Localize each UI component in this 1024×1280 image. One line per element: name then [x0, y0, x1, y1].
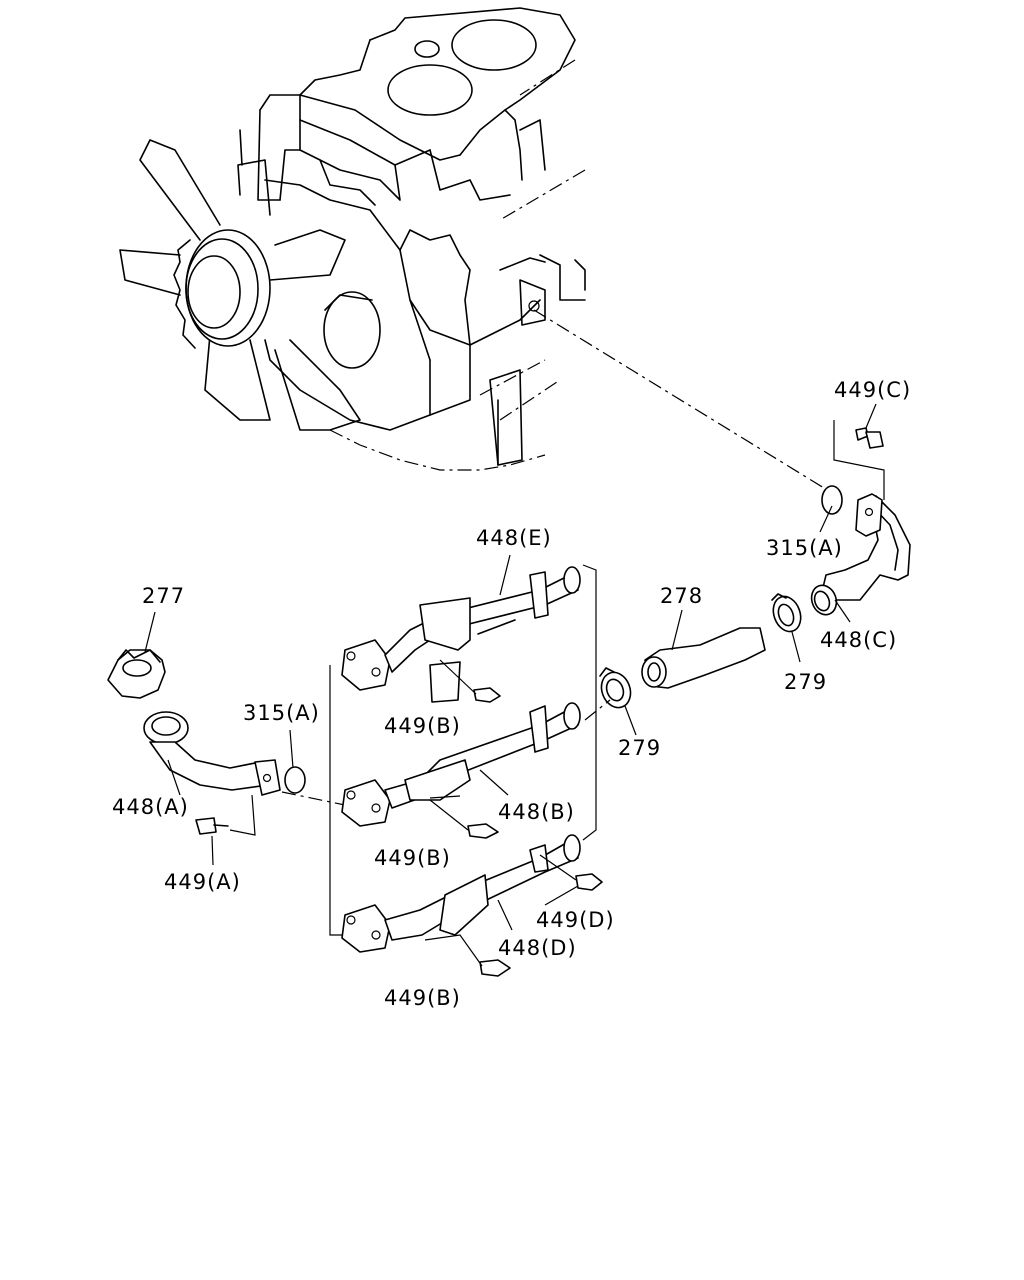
water-pipe-448B [341, 702, 581, 827]
callout-279-right: 279 [784, 670, 828, 694]
water-pipe-448D [341, 834, 581, 953]
water-pipe-448A [143, 711, 281, 796]
water-pipe-448E [341, 566, 581, 703]
callout-449B-lower: 449(B) [384, 986, 461, 1010]
engine-port-leader [533, 309, 825, 489]
bolt-449B-upper [439, 659, 501, 703]
callout-448C: 448(C) [820, 628, 898, 652]
bolt-449B-mid [429, 799, 499, 839]
callout-277: 277 [142, 584, 186, 608]
pipe-to-clamp-leader [584, 699, 611, 721]
callout-448D: 448(D) [498, 936, 577, 960]
engine-assembly [239, 7, 586, 471]
bolt-449A [195, 794, 256, 836]
hose-clamp-279-right [771, 593, 802, 633]
callout-449B-mid: 449(B) [374, 846, 451, 870]
callout-449B-upper: 449(B) [384, 714, 461, 738]
o-ring-315A-left [284, 766, 306, 794]
callout-449C: 449(C) [834, 378, 912, 402]
water-pipe-448C [810, 493, 911, 616]
callout-448A: 448(A) [112, 795, 189, 819]
callout-315A-top: 315(A) [766, 536, 843, 560]
callout-leaders [144, 403, 877, 931]
alt-frame-right [582, 564, 597, 841]
bolt-449B-lower [424, 934, 511, 977]
bolt-449C [833, 420, 885, 500]
callout-449A: 449(A) [164, 870, 241, 894]
callout-448B: 448(B) [498, 800, 575, 824]
rubber-hose-278 [641, 627, 766, 689]
cooling-fan [119, 139, 361, 431]
callout-448E: 448(E) [476, 526, 552, 550]
filler-cap-277 [107, 649, 166, 699]
callout-449D: 449(D) [536, 908, 615, 932]
hose-clamp-279-mid [599, 667, 632, 709]
callout-315A-left: 315(A) [243, 701, 320, 725]
callout-279-mid: 279 [618, 736, 662, 760]
callout-278: 278 [660, 584, 704, 608]
pipe-leader-A [281, 791, 346, 806]
o-ring-315A-top [821, 485, 843, 515]
